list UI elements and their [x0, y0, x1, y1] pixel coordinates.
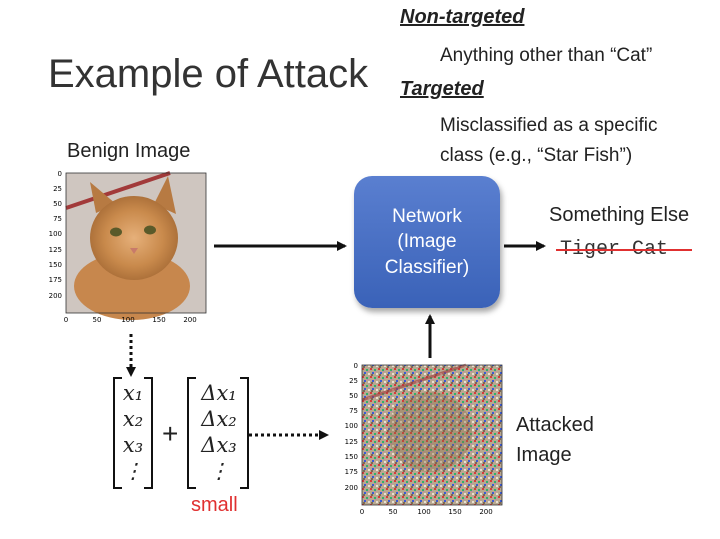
- benign-y-tick: 0: [58, 170, 62, 178]
- benign-y-tick: 25: [53, 185, 62, 193]
- attacked-y-ticks: 0 25 50 75 100 125 150 175 200: [345, 362, 358, 492]
- benign-y-tick: 50: [53, 200, 62, 208]
- delta-x-vector-entry: Δx₁: [201, 381, 237, 405]
- attacked-x-ticks: 0 50 100 150 200: [360, 508, 493, 516]
- delta-x-vector-entry: Δx₂: [201, 407, 237, 431]
- targeted-description-line2: class (e.g., “Star Fish”): [440, 145, 633, 166]
- attacked-cat-silhouette: [388, 392, 472, 472]
- small-label: small: [191, 494, 238, 516]
- attacked-image-plot: 0 25 50 75 100 125 150 175 200 0 50 100 …: [345, 362, 503, 516]
- benign-x-tick: 150: [152, 316, 165, 324]
- plus-sign: +: [162, 418, 179, 449]
- network-classifier-box: Network (Image Classifier): [354, 176, 500, 308]
- benign-image-label: Benign Image: [67, 140, 191, 162]
- nontargeted-heading: Non-targeted: [400, 6, 525, 28]
- attacked-y-tick: 50: [349, 392, 358, 400]
- attacked-y-tick: 100: [345, 422, 358, 430]
- attacked-y-tick: 75: [349, 407, 358, 415]
- benign-image-red-line: [65, 171, 171, 210]
- attacked-x-tick: 200: [479, 508, 492, 516]
- network-label-line2: (Image: [397, 231, 457, 253]
- attacked-y-tick: 150: [345, 453, 358, 461]
- benign-x-tick: 100: [121, 316, 134, 324]
- x-vector-entry: ⋮: [122, 459, 144, 483]
- dx-vector-left-bracket: [187, 377, 196, 489]
- benign-y-tick: 100: [49, 230, 62, 238]
- attacked-y-tick: 0: [354, 362, 358, 370]
- strike-line: [556, 249, 692, 251]
- attacked-image-red-line: [361, 363, 467, 402]
- benign-x-tick: 50: [93, 316, 102, 324]
- benign-y-tick: 75: [53, 215, 62, 223]
- x-vector: x₁ x₂ x₃ ⋮: [120, 380, 146, 484]
- attacked-y-tick: 25: [349, 377, 358, 385]
- output-label: Something Else: [549, 204, 690, 226]
- attacked-image-noise: [362, 365, 502, 505]
- benign-y-tick: 150: [49, 261, 62, 269]
- benign-y-tick: 175: [49, 276, 62, 284]
- targeted-description-line1: Misclassified as a specific: [440, 115, 658, 136]
- network-label-line3: Classifier): [384, 256, 470, 278]
- delta-x-vector: Δx₁ Δx₂ Δx₃ ⋮: [194, 380, 244, 484]
- attacked-y-tick: 200: [345, 484, 358, 492]
- attacked-x-tick: 100: [417, 508, 430, 516]
- cat-eye-left: [110, 227, 122, 237]
- x-vector-right-bracket: [144, 377, 153, 489]
- x-vector-entry: x₁: [122, 381, 144, 405]
- attacked-x-tick: 0: [360, 508, 364, 516]
- benign-x-tick: 200: [183, 316, 196, 324]
- cat-eye-right: [144, 225, 156, 235]
- attacked-label-line1: Attacked: [516, 414, 594, 436]
- dx-vector-right-bracket: [240, 377, 249, 489]
- attacked-y-tick: 125: [345, 438, 358, 446]
- targeted-heading: Targeted: [400, 78, 484, 100]
- delta-x-vector-entry: Δx₃: [201, 433, 237, 457]
- benign-y-tick: 200: [49, 292, 62, 300]
- attacked-x-tick: 50: [389, 508, 398, 516]
- slide-title: Example of Attack: [48, 52, 369, 96]
- benign-x-tick: 0: [64, 316, 68, 324]
- x-vector-entry: x₃: [122, 433, 144, 457]
- cat-face: [90, 196, 178, 280]
- attacked-y-tick: 175: [345, 468, 358, 476]
- x-vector-entry: x₂: [122, 407, 144, 431]
- benign-image-plot: 0 25 50 75 100 125 150 175 200 0 50 100 …: [49, 170, 207, 324]
- benign-image-frame: [65, 172, 207, 314]
- network-label-line1: Network: [392, 205, 462, 227]
- attacked-image-frame: [361, 364, 503, 506]
- delta-x-vector-entry: ⋮: [208, 459, 230, 483]
- x-vector-left-bracket: [113, 377, 122, 489]
- cat-nose: [130, 248, 138, 254]
- benign-y-ticks: 0 25 50 75 100 125 150 175 200: [49, 170, 62, 300]
- benign-x-ticks: 0 50 100 150 200: [64, 316, 197, 324]
- attacked-label-line2: Image: [516, 444, 572, 466]
- nontargeted-description: Anything other than “Cat”: [440, 45, 653, 66]
- attacked-x-tick: 150: [448, 508, 461, 516]
- benign-y-tick: 125: [49, 246, 62, 254]
